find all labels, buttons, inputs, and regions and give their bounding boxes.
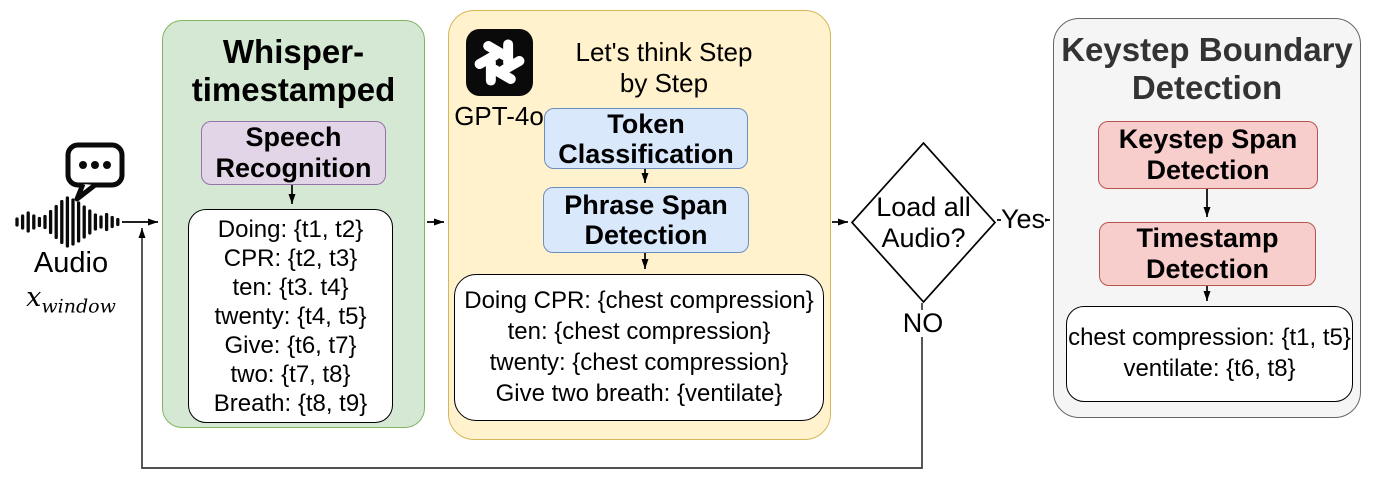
transcript-line: Give: {t6, t7} [224,332,357,359]
transcript-line: Doing: {t1, t2} [217,216,364,243]
openai-logo-icon [466,29,533,96]
transcript-line: twenty: {t4, t5} [214,303,367,330]
whisper-output-box: Doing: {t1, t2} CPR: {t2, t3} ten: {t3. … [188,209,393,423]
keystep-container: Keystep Boundary Detection Keystep Span … [1053,18,1361,418]
timestamp-detection-label: Timestamp Detection [1136,223,1279,284]
phrase-line: twenty: {chest compression} [489,349,789,376]
phrase-line: ten: {chest compression} [507,318,771,345]
speech-bubble-icon [65,142,125,202]
audio-var-base: x [26,282,42,313]
speech-recognition-module: Speech Recognition [201,121,386,185]
transcript-line: ten: {t3. t4} [232,274,349,301]
gpt-container: GPT-4o Let's think Step by Step Token Cl… [448,10,831,440]
audio-input-label: Audio [33,247,109,279]
token-classification-module: Token Classification [544,108,748,169]
keystep-title: Keystep Boundary Detection [1061,31,1353,106]
audio-var-subscript: window [41,295,116,318]
audio-waveform-icon [15,196,120,248]
keystep-span-detection-module: Keystep Span Detection [1098,121,1318,189]
audio-window-variable: xwindow [18,282,124,317]
gpt-prompt-text: Let's think Step by Step [575,37,753,98]
speech-recognition-label: Speech Recognition [215,122,372,183]
token-classification-label: Token Classification [558,108,734,169]
phrase-span-detection-module: Phrase Span Detection [543,187,749,253]
gpt-model-label: GPT-4o [454,101,544,131]
keystep-span-detection-label: Keystep Span Detection [1118,124,1298,185]
keystep-output-box: chest compression: {t1, t5} ventilate: {… [1066,306,1353,402]
whisper-container: Whisper-timestamped Speech Recognition D… [162,20,425,428]
phrase-line: Doing CPR: {chest compression} [464,287,814,314]
transcript-line: two: {t7, t8} [230,361,351,388]
decision-question: Load all Audio? [876,192,971,253]
keystep-line: chest compression: {t1, t5} [1068,324,1351,351]
timestamp-detection-module: Timestamp Detection [1099,222,1316,286]
keystep-line: ventilate: {t6, t8} [1123,355,1296,382]
gpt-output-box: Doing CPR: {chest compression} ten: {che… [454,274,824,421]
decision-no-label: NO [899,310,947,337]
transcript-line: CPR: {t2, t3} [223,245,358,272]
whisper-title: Whisper-timestamped [191,33,396,108]
phrase-span-detection-label: Phrase Span Detection [564,190,728,250]
transcript-line: Breath: {t8, t9} [213,390,368,417]
decision-yes-label: Yes [1001,204,1046,234]
phrase-line: Give two breath: {ventilate} [495,380,783,407]
